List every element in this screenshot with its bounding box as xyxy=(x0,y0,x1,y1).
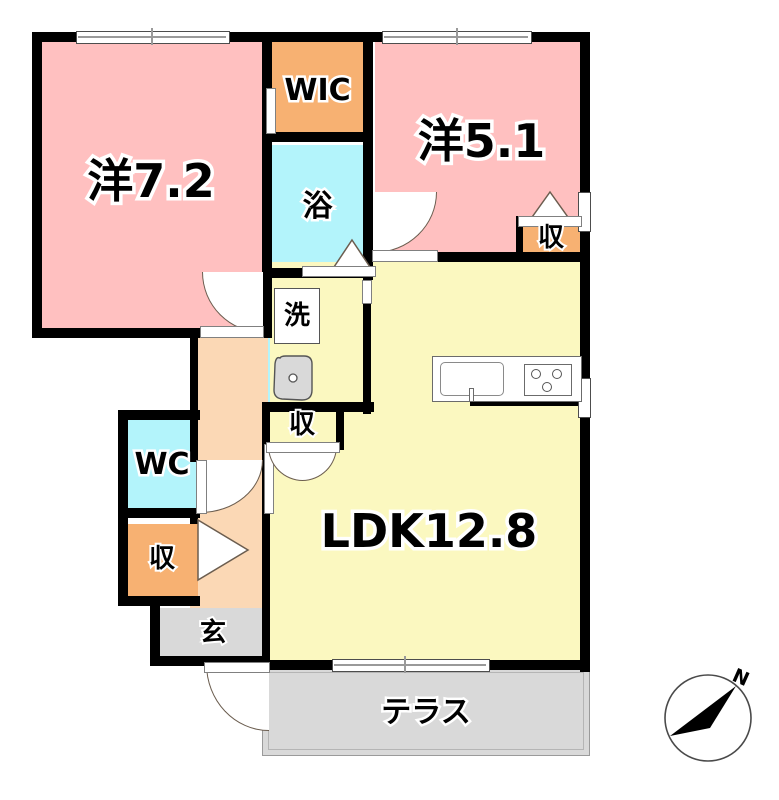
wall-exterior-right xyxy=(580,32,590,672)
door-genkan[interactable] xyxy=(206,664,269,731)
door-room72-sash[interactable] xyxy=(200,326,264,338)
room-label-washroom: 洗 xyxy=(283,301,310,331)
wall-hall-left-upper xyxy=(190,332,198,412)
wall-wc-top xyxy=(118,410,200,420)
washbasin-icon xyxy=(273,355,313,401)
door-genkan-sash[interactable] xyxy=(204,662,270,673)
room-label-genkan: 玄 xyxy=(198,618,228,648)
wall-exterior-top xyxy=(32,32,590,42)
window-ldk-terrace-mull xyxy=(404,656,406,673)
wall-genkan-left xyxy=(150,598,160,666)
terrace-inner-outline xyxy=(268,672,584,750)
stove-burner-3 xyxy=(542,382,552,392)
room-label-washitsu-72: 洋7.2 xyxy=(84,154,219,208)
wall-closet-ldk-right xyxy=(336,402,344,450)
kitchen-faucet xyxy=(469,388,474,402)
window-room51-top-mull xyxy=(456,28,458,45)
sliding-door-wic[interactable] xyxy=(268,44,272,88)
sliding-door-washroom[interactable] xyxy=(364,300,368,340)
wall-exterior-left-upper xyxy=(32,32,42,338)
room-label-washitsu-51: 洋5.1 xyxy=(414,114,549,168)
wall-room72-right xyxy=(262,32,272,338)
room-label-bath: 浴 xyxy=(300,189,335,224)
room-label-closet-hall: 収 xyxy=(147,544,177,574)
wall-wc-right xyxy=(190,410,198,462)
room-label-closet-room51: 収 xyxy=(536,223,566,253)
wall-room72-bottom xyxy=(32,328,272,338)
room-wc-fill xyxy=(126,418,198,510)
sliding-door-hall-ldk[interactable] xyxy=(266,512,270,592)
window-ldk-terrace-line xyxy=(334,664,486,666)
wall-closet-ldk-top xyxy=(262,402,374,412)
wall-washroom-right xyxy=(363,268,371,414)
closet-hall-fill xyxy=(126,524,198,598)
wall-closet-room51-left xyxy=(516,216,523,260)
door-room51-sash[interactable] xyxy=(372,250,438,262)
door-bath-sash[interactable] xyxy=(302,266,376,277)
room-label-wc: WC xyxy=(132,447,192,482)
room-label-wic: WIC xyxy=(282,73,353,108)
room-genkan-fill xyxy=(158,608,268,664)
wall-bath-right xyxy=(363,32,373,272)
stove-burner-2 xyxy=(552,369,562,379)
sliding-door-washroom-panel[interactable] xyxy=(362,280,372,304)
wall-wic-bath-divider xyxy=(262,132,373,142)
room-label-closet-ldk: 収 xyxy=(287,410,317,440)
room-label-ldk: LDK12.8 xyxy=(317,504,541,558)
window-room72-top-mull xyxy=(151,28,153,45)
stove-burner-1 xyxy=(531,369,541,379)
washroom-label-box xyxy=(274,288,320,344)
compass-rose: N xyxy=(664,664,752,762)
door-closet-room51-sash[interactable] xyxy=(518,216,582,227)
door-wc-sash[interactable] xyxy=(196,460,207,514)
room-wic-fill xyxy=(270,40,365,135)
door-closet-hall-fold-icon[interactable] xyxy=(196,518,252,582)
hallway-fill-upper xyxy=(190,332,268,382)
room-label-terrace: テラス xyxy=(379,695,473,730)
wall-room51-bottom xyxy=(373,252,588,262)
wall-wc-bottom-divider xyxy=(118,508,200,518)
wall-genkan-bottom xyxy=(150,656,270,666)
door-closet-ldk-sash[interactable] xyxy=(266,442,340,453)
wall-wc-right-lower xyxy=(190,508,198,524)
sliding-door-wic-panel[interactable] xyxy=(266,88,276,134)
